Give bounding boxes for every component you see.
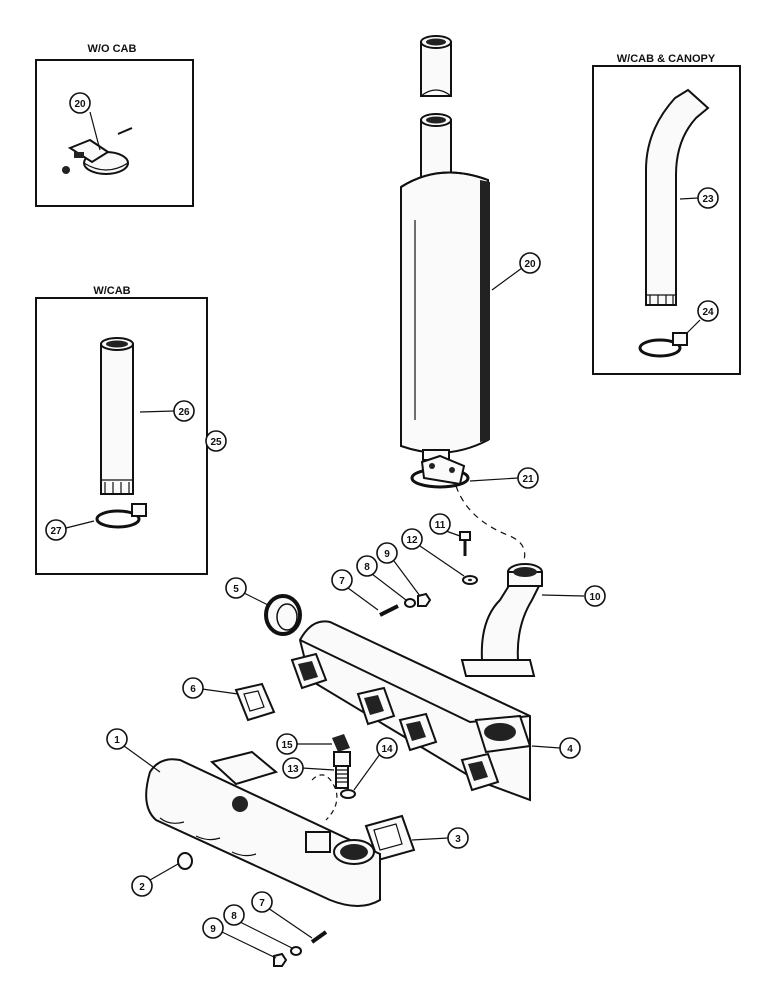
muffler-clamp	[410, 454, 470, 489]
seal-ring	[264, 594, 302, 636]
exhaust-pipe-curved	[645, 88, 710, 306]
exhaust-pipe-straight	[100, 337, 134, 495]
clamp-canopy	[638, 332, 688, 358]
callout-11: 11	[435, 520, 446, 531]
bolt-11	[459, 531, 471, 556]
plug-2	[177, 852, 193, 870]
upper-pipe-piece	[420, 35, 452, 97]
callout-9-upper: 9	[384, 549, 390, 560]
callout-27: 27	[50, 526, 62, 537]
sensor-routing-line	[311, 774, 338, 821]
washer-14	[340, 789, 356, 799]
callout-4: 4	[567, 744, 573, 755]
gasket-3	[364, 814, 416, 862]
callout-12: 12	[406, 535, 418, 546]
w-cab-canopy-title: W/CAB & CANOPY	[617, 53, 716, 65]
callout-2: 2	[139, 882, 145, 893]
lower-exhaust-manifold	[145, 750, 381, 907]
rain-cap	[62, 127, 133, 175]
callout-21: 21	[522, 474, 534, 485]
callout-6: 6	[190, 684, 196, 695]
callout-13: 13	[287, 764, 299, 775]
callout-10: 10	[589, 592, 601, 603]
callout-3: 3	[455, 834, 461, 845]
callout-8-lower: 8	[231, 911, 237, 922]
callout-7-lower: 7	[259, 898, 265, 909]
w-cab-canopy-box: W/CAB & CANOPY	[592, 53, 741, 375]
temperature-sensor	[332, 734, 351, 789]
washer-12	[462, 575, 478, 585]
stud-nut-lower	[273, 930, 328, 967]
callout-9-lower: 9	[210, 924, 216, 935]
callout-15: 15	[281, 740, 293, 751]
exhaust-elbow	[460, 563, 543, 677]
wo-cab-box: W/O CAB	[35, 43, 194, 207]
callout-20: 20	[524, 259, 536, 270]
callout-5: 5	[233, 584, 239, 595]
upper-exhaust-manifold	[290, 620, 532, 802]
callouts: 20 26 25 27 23 24 20 21 11	[45, 92, 719, 959]
callout-22: 20	[74, 99, 86, 110]
callout-26: 26	[178, 407, 190, 418]
callout-24: 24	[702, 307, 714, 318]
gasket-6	[234, 682, 276, 722]
w-cab-title: W/CAB	[93, 285, 130, 297]
callout-25: 25	[210, 437, 222, 448]
callout-1: 1	[114, 735, 120, 746]
callout-14: 14	[381, 744, 393, 755]
muffler	[400, 113, 490, 461]
stud-nut-upper	[379, 592, 432, 617]
w-cab-box: W/CAB	[35, 285, 208, 575]
callout-7-upper: 7	[339, 576, 345, 587]
callout-8-upper: 8	[364, 562, 370, 573]
clamp-w-cab	[95, 503, 147, 529]
wo-cab-title: W/O CAB	[88, 43, 137, 55]
callout-23: 23	[702, 194, 714, 205]
